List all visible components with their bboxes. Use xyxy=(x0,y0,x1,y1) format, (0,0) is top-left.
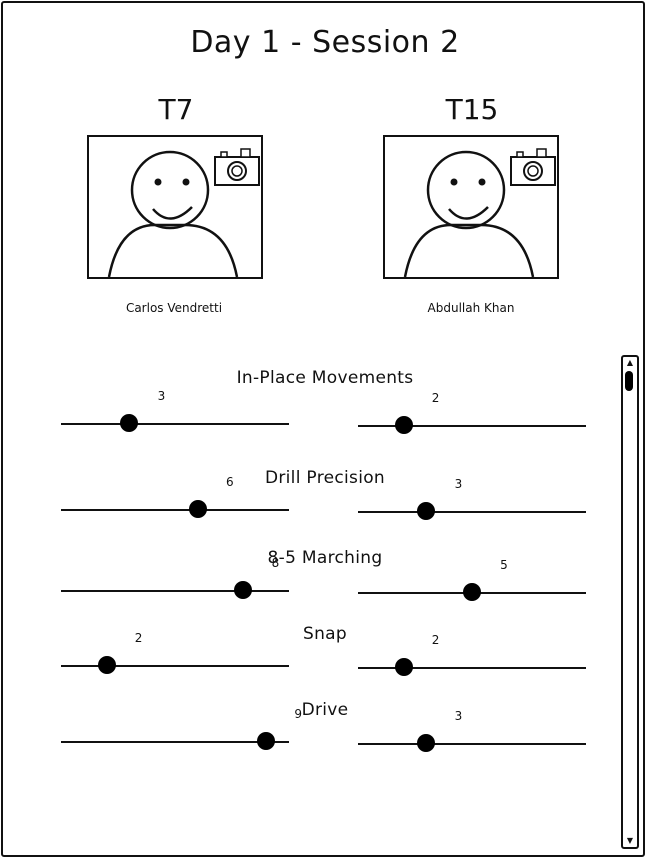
slider-handle[interactable] xyxy=(257,732,276,750)
slider-handle[interactable] xyxy=(97,656,116,674)
category-label-drive: Drive xyxy=(301,700,349,720)
vertical-scrollbar[interactable]: ▲ ▼ xyxy=(621,355,639,849)
slider-handle[interactable] xyxy=(394,658,413,676)
slider-value: 3 xyxy=(454,477,463,491)
slider-track xyxy=(358,743,586,745)
slider-value: 8 xyxy=(271,556,280,570)
team-label-1: T7 xyxy=(158,93,194,126)
slider-handle[interactable] xyxy=(234,581,253,599)
slider-value: 2 xyxy=(134,631,143,645)
slider-handle[interactable] xyxy=(417,502,436,520)
slider-drill-precision-1[interactable]: 6 xyxy=(61,475,289,525)
category-label-snap: Snap xyxy=(303,624,347,644)
slider-track xyxy=(61,509,289,511)
slider-track xyxy=(61,741,289,743)
camera-icon xyxy=(214,148,260,186)
member-name-1: Carlos Vendretti xyxy=(125,301,223,315)
slider-handle[interactable] xyxy=(417,734,436,752)
slider-drill-precision-2[interactable]: 3 xyxy=(358,477,586,527)
camera-icon xyxy=(510,148,556,186)
team-label-2: T15 xyxy=(445,93,499,126)
scrollbar-thumb[interactable] xyxy=(625,371,633,391)
slider-8-5-marching-1[interactable]: 8 xyxy=(61,556,289,606)
category-label-in-place-movements: In-Place Movements xyxy=(236,368,414,388)
member-photo-2[interactable] xyxy=(383,135,559,279)
slider-track xyxy=(61,590,289,592)
slider-in-place-movements-2[interactable]: 2 xyxy=(358,391,586,441)
page-title: Day 1 - Session 2 xyxy=(190,25,460,60)
member-name-2: Abdullah Khan xyxy=(427,301,515,315)
chevron-down-icon[interactable]: ▼ xyxy=(626,836,634,845)
slider-value: 2 xyxy=(431,633,440,647)
slider-handle[interactable] xyxy=(463,583,481,601)
avatar-placeholder-icon xyxy=(107,148,260,277)
chevron-up-icon[interactable]: ▲ xyxy=(626,358,634,367)
category-label-drill-precision: Drill Precision xyxy=(264,468,385,488)
avatar-placeholder-icon xyxy=(403,148,556,277)
slider-track xyxy=(61,665,289,667)
slider-value: 3 xyxy=(454,709,463,723)
slider-snap-1[interactable]: 2 xyxy=(61,631,289,681)
member-photo-1[interactable] xyxy=(87,135,263,279)
slider-value: 5 xyxy=(500,558,508,572)
slider-handle[interactable] xyxy=(394,416,413,434)
slider-value: 2 xyxy=(431,391,440,405)
slider-value: 9 xyxy=(294,707,303,721)
slider-track xyxy=(358,511,586,513)
slider-8-5-marching-2[interactable]: 5 xyxy=(358,558,586,608)
slider-value: 3 xyxy=(157,389,166,403)
slider-handle[interactable] xyxy=(188,500,207,518)
slider-drive-2[interactable]: 3 xyxy=(358,709,586,759)
slider-track xyxy=(358,425,586,427)
slider-handle[interactable] xyxy=(120,414,139,432)
slider-value: 6 xyxy=(225,475,234,489)
category-label-8-5-marching: 8-5 Marching xyxy=(267,548,383,568)
slider-track xyxy=(61,423,289,425)
slider-in-place-movements-1[interactable]: 3 xyxy=(61,389,289,439)
slider-track xyxy=(358,667,586,669)
slider-drive-1[interactable]: 9 xyxy=(61,707,302,757)
slider-snap-2[interactable]: 2 xyxy=(358,633,586,683)
